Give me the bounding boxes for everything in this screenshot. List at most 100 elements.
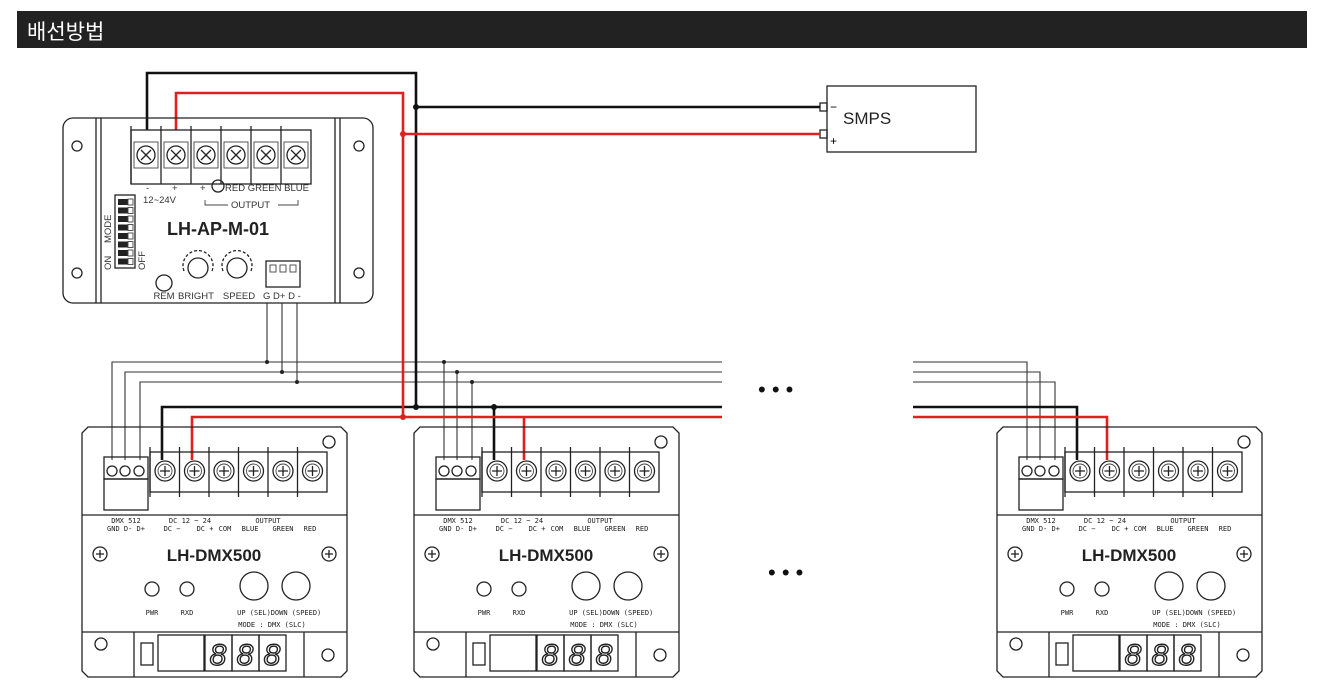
unit-ellipsis: • • •: [768, 560, 803, 585]
label-voltage: 12~24V: [143, 195, 177, 206]
pwr-led: [476, 581, 492, 597]
label-dmx-pins: G D+ D -: [263, 291, 301, 302]
rem-button[interactable]: [155, 274, 173, 292]
label-com: COM: [1134, 525, 1147, 533]
label-green: GREEN: [1187, 525, 1208, 533]
rxd-led: [511, 581, 527, 597]
label-dmx-pins: GND D- D+: [1022, 525, 1060, 533]
label-dc: DC 12 ~ 24: [1084, 517, 1126, 525]
label-dc: DC 12 ~ 24: [169, 517, 211, 525]
label-dmx-pins: GND D- D+: [439, 525, 477, 533]
label-com: COM: [219, 525, 232, 533]
mode-dip-switch[interactable]: [114, 194, 136, 269]
label-dmx-pins: GND D- D+: [107, 525, 145, 533]
seven-segment-display: 8 8 8: [536, 634, 619, 673]
label-output: OUTPUT: [1170, 517, 1196, 525]
digit: 8: [1179, 639, 1196, 672]
label-green: GREEN: [604, 525, 625, 533]
label-mode: MODE : DMX (SLC): [570, 621, 637, 629]
label-down: DOWN (SPEED): [603, 609, 654, 617]
rxd-led: [179, 581, 195, 597]
pwr-led: [1059, 581, 1075, 597]
speed-knob[interactable]: [221, 250, 253, 279]
terminal-screw: [1069, 460, 1091, 482]
dmx-unit-3: DMX 512 GND D- D+ DC 12 ~ 24 DC − DC + O…: [996, 426, 1263, 678]
label-pwr: PWR: [478, 609, 491, 617]
unit-model: LH-DMX500: [1082, 546, 1176, 565]
label-dmx512: DMX 512: [1026, 517, 1056, 525]
terminal-screw: [604, 460, 626, 482]
screw-icon: [1236, 546, 1252, 562]
terminal-screw: [193, 141, 219, 169]
smps-plus-terminal: [819, 129, 828, 139]
label-mode: MODE : DMX (SLC): [238, 621, 305, 629]
label-dc-minus: DC −: [164, 525, 181, 533]
digit: 8: [237, 639, 254, 672]
terminal-screw: [545, 460, 567, 482]
digit: 8: [542, 639, 559, 672]
pwr-led: [144, 581, 160, 597]
label-on: ON: [103, 256, 114, 270]
terminal-screw: [242, 460, 265, 482]
screw-icon: [1007, 546, 1023, 562]
terminal-screw: [163, 141, 189, 169]
label-red: RED: [636, 525, 649, 533]
digit: 8: [264, 639, 281, 672]
label-dc-plus: DC +: [197, 525, 214, 533]
down-button[interactable]: [281, 571, 311, 601]
smps-minus-terminal: [819, 102, 828, 112]
screw-icon: [424, 546, 440, 562]
label-dc-plus: DC +: [1112, 525, 1129, 533]
digit: 8: [1152, 639, 1169, 672]
label-blue: BLUE: [242, 525, 259, 533]
up-button[interactable]: [571, 571, 601, 601]
terminal-screw: [633, 460, 656, 482]
smps-box: − + SMPS: [819, 85, 977, 153]
label-colors: RED GREEN BLUE: [225, 183, 309, 194]
terminal-screw: [486, 460, 508, 482]
down-button[interactable]: [613, 571, 643, 601]
label-dc-plus: DC +: [529, 525, 546, 533]
smps-label: SMPS: [843, 109, 891, 128]
rxd-led: [1094, 581, 1110, 597]
label-up: UP (SEL): [569, 609, 603, 617]
label-minus: -: [146, 183, 149, 194]
bright-knob[interactable]: [182, 250, 214, 279]
label-up: UP (SEL): [237, 609, 271, 617]
screw-icon: [653, 546, 669, 562]
digit: 8: [1125, 639, 1142, 672]
controller-terminal-block: [130, 126, 312, 185]
label-dc: DC 12 ~ 24: [501, 517, 543, 525]
label-rxd: RXD: [1096, 609, 1109, 617]
digit: 8: [596, 639, 613, 672]
seven-segment-display: 8 8 8: [204, 634, 287, 673]
label-rem: REM: [153, 291, 174, 302]
terminal-screw: [574, 460, 597, 482]
terminal-screw: [213, 460, 235, 482]
dmx-data-wires: [111, 303, 1056, 460]
header-bar: [17, 11, 1307, 48]
label-green: GREEN: [272, 525, 293, 533]
seven-segment-display: 8 8 8: [1119, 634, 1202, 673]
up-button[interactable]: [239, 571, 269, 601]
terminal-screw: [253, 141, 279, 169]
positive-wires: [174, 91, 1109, 460]
terminal-screw: [1128, 460, 1150, 482]
label-output: OUTPUT: [587, 517, 613, 525]
down-button[interactable]: [1196, 571, 1226, 601]
label-out-plus: +: [200, 183, 206, 194]
label-mode: MODE : DMX (SLC): [1153, 621, 1220, 629]
label-blue: BLUE: [574, 525, 591, 533]
controller-lh-ap-m-01: - + 12~24V + RED GREEN BLUE OUTPUT MODE …: [62, 117, 374, 304]
terminal-screw: [515, 460, 538, 482]
label-dmx512: DMX 512: [111, 517, 141, 525]
label-dc-minus: DC −: [1079, 525, 1096, 533]
dmx-unit-2: DMX 512 GND D- D+ DC 12 ~ 24 DC − DC + O…: [413, 426, 680, 678]
up-button[interactable]: [1154, 571, 1184, 601]
digit: 8: [210, 639, 227, 672]
terminal-screw: [1098, 460, 1121, 482]
controller-led: [211, 179, 225, 193]
label-output: OUTPUT: [231, 200, 270, 211]
label-down: DOWN (SPEED): [1186, 609, 1237, 617]
